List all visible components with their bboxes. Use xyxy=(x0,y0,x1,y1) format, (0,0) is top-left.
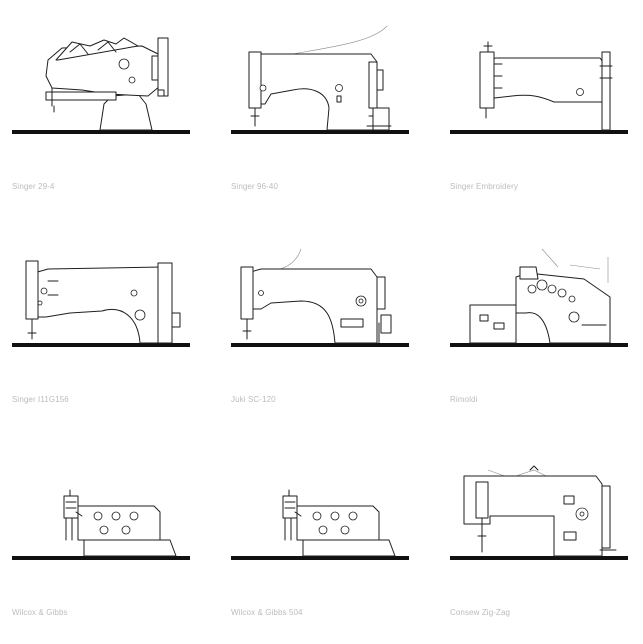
wilcox-gibbs-illustration xyxy=(12,489,190,560)
machine-card-consew-zig-zag[interactable]: Consew Zig-Zag xyxy=(450,456,628,617)
machine-card-rimoldi[interactable]: Rimoldi xyxy=(450,243,628,404)
rimoldi-illustration xyxy=(450,248,628,347)
machine-card-wilcox-gibbs[interactable]: Wilcox & Gibbs xyxy=(12,456,190,617)
machine-name: Singer I11G156 xyxy=(12,395,69,404)
machine-name: Wilcox & Gibbs 504 xyxy=(231,608,303,617)
machine-name: Singer 96-40 xyxy=(231,182,279,191)
singer-96-40-illustration xyxy=(231,25,409,134)
machine-card-singer-96-40[interactable]: Singer 96-40 xyxy=(231,25,409,191)
machine-card-wilcox-gibbs-504[interactable]: Wilcox & Gibbs 504 xyxy=(231,456,409,617)
machine-name: Singer 29-4 xyxy=(12,182,55,191)
machine-name: Juki SC-120 xyxy=(231,395,276,404)
machine-card-juki-sc-120[interactable]: Juki SC-120 xyxy=(231,243,409,404)
machine-name: Consew Zig-Zag xyxy=(450,608,511,617)
machine-card-singer-29-4[interactable]: Singer 29-4 xyxy=(12,30,190,191)
wilcox-gibbs-504-illustration xyxy=(231,489,409,560)
machine-name: Singer Embroidery xyxy=(450,182,518,191)
machine-name: Rimoldi xyxy=(450,395,478,404)
juki-sc-120-illustration xyxy=(231,248,409,347)
singer-embroidery-illustration xyxy=(450,41,628,134)
machine-card-singer-embroidery[interactable]: Singer Embroidery xyxy=(450,30,628,191)
machine-card-singer-111g156[interactable]: Singer I11G156 xyxy=(12,243,190,404)
machine-name: Wilcox & Gibbs xyxy=(12,608,68,617)
singer-111g156-illustration xyxy=(12,260,190,347)
consew-zig-zag-illustration xyxy=(450,465,628,560)
singer-29-4-illustration xyxy=(12,37,190,134)
